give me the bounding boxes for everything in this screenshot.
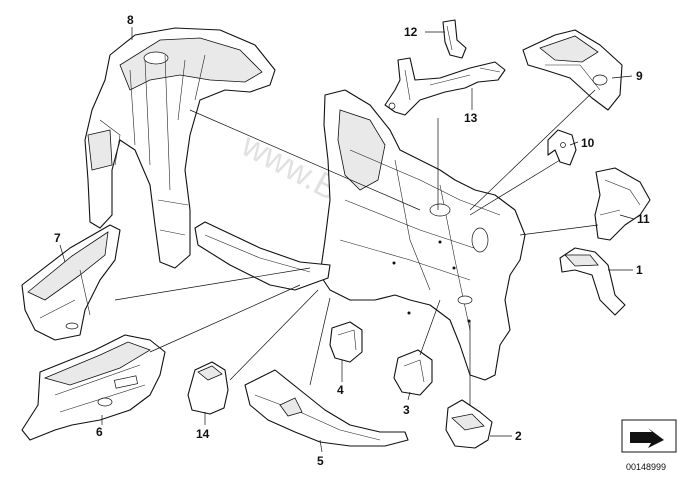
callout-8: 8 — [127, 13, 134, 27]
side-sill-strip — [194, 221, 331, 291]
callout-10: 10 — [581, 136, 595, 150]
part-11-bracket — [594, 167, 651, 241]
part-7-box-member — [21, 224, 121, 341]
part-6-lower-rail — [21, 334, 166, 441]
callout-12: 12 — [404, 25, 418, 39]
part-1-bracket — [559, 247, 626, 316]
part-14-bracket — [187, 361, 229, 415]
callout-13: 13 — [464, 111, 478, 125]
part-10-small-bracket — [547, 129, 577, 166]
callout-1: 1 — [636, 263, 643, 277]
catalog-code: 00148999 — [626, 462, 666, 472]
callout-labels: 8 12 13 9 10 11 7 1 4 3 2 6 14 5 — [54, 13, 650, 468]
callout-5: 5 — [317, 454, 324, 468]
orientation-arrow-icon — [621, 419, 677, 453]
part-12-bracket — [442, 19, 467, 59]
callout-9: 9 — [636, 69, 643, 83]
callout-3: 3 — [403, 403, 410, 417]
part-4-bracket — [329, 321, 363, 363]
part-2-bracket — [445, 399, 493, 449]
main-body-panel — [319, 89, 526, 381]
callout-4: 4 — [337, 383, 344, 397]
part-13-bracket-assembly — [384, 57, 506, 116]
part-8-wheel-arch — [84, 27, 276, 269]
leader-lines — [59, 27, 635, 453]
part-9-panel — [522, 29, 623, 111]
part-3-bracket — [393, 349, 433, 396]
callout-6: 6 — [96, 425, 103, 439]
callout-11: 11 — [637, 212, 650, 226]
callout-14: 14 — [196, 427, 210, 441]
part-5-floor-piece — [244, 369, 409, 447]
callout-2: 2 — [515, 429, 522, 443]
callout-7: 7 — [54, 231, 61, 245]
